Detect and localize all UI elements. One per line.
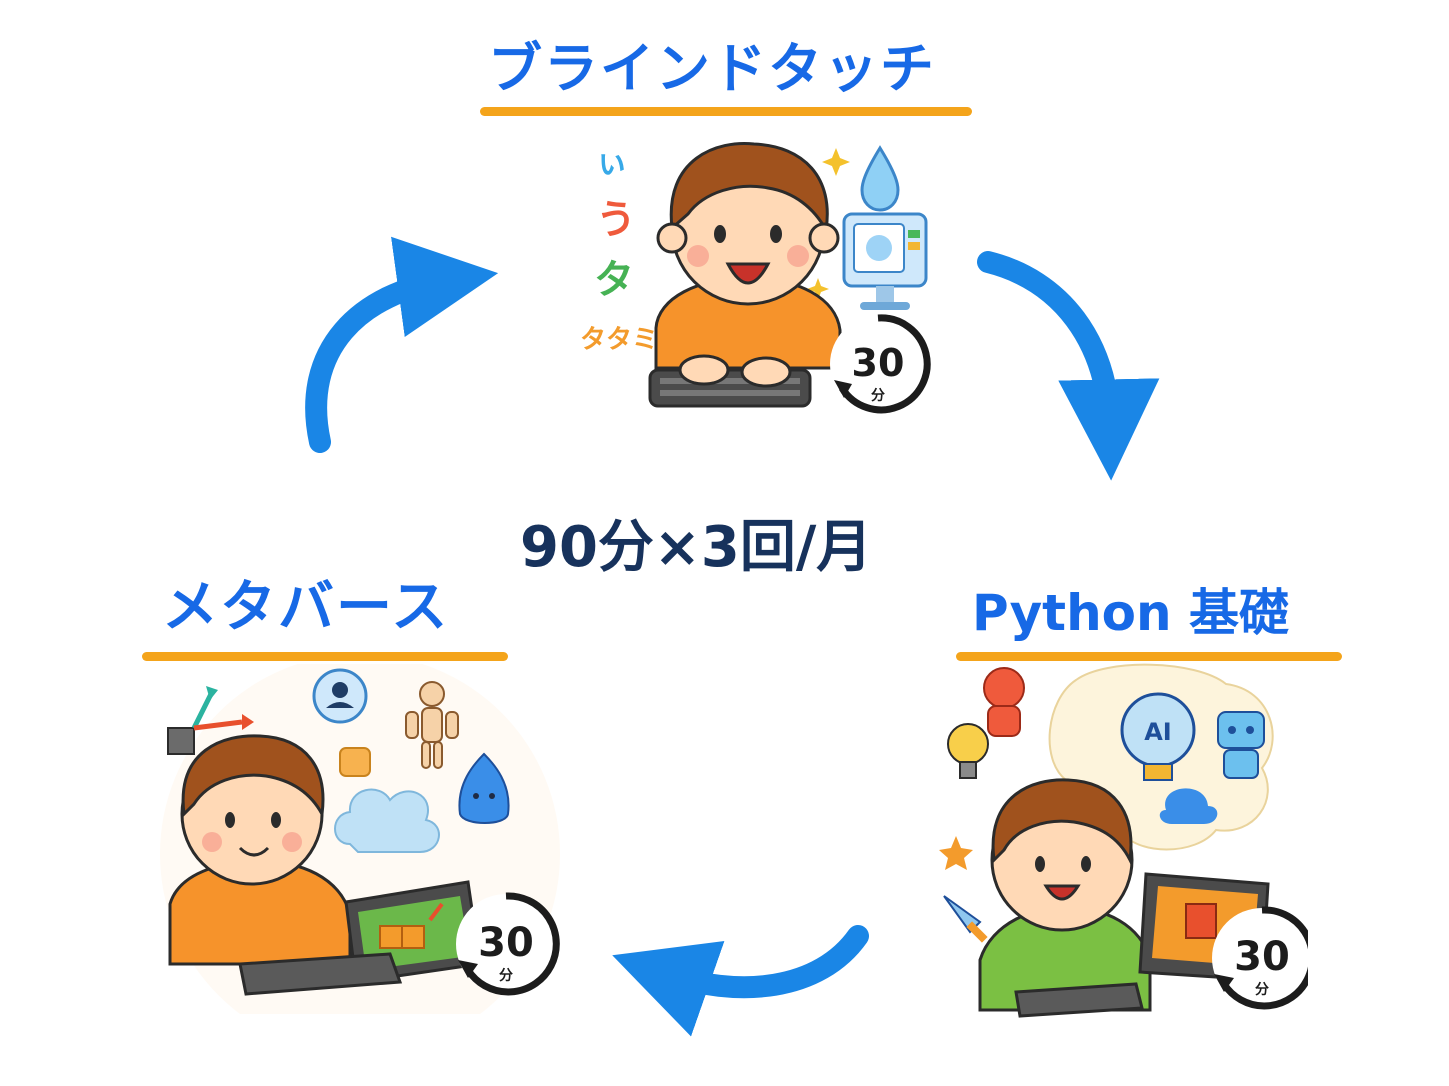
timer-unit: 分: [871, 388, 885, 404]
step-title-metaverse: メタバース: [162, 575, 450, 640]
slime-icon: [458, 752, 510, 824]
arrow-bottom: [612, 925, 869, 1037]
typing-illustration: ぃ う タ タタミ: [568, 118, 940, 428]
label-tile: [339, 747, 371, 777]
sparkle-icon: [807, 278, 829, 300]
timer-unit: 分: [1255, 982, 1269, 998]
step-title-python: Python 基礎: [972, 584, 1290, 642]
timer-value: 30: [478, 920, 534, 966]
kana-text: タ: [594, 257, 634, 303]
timer-icon: 30 分: [1212, 906, 1316, 1010]
lightbulb-ai-icon: AI: [1120, 692, 1196, 781]
arrow-left: [305, 236, 499, 453]
timer-unit: 分: [499, 968, 513, 984]
arrow-top-right: [977, 251, 1160, 481]
cloud-slime-icon: [1159, 788, 1218, 824]
schedule-label: 90分×3回/月: [520, 515, 873, 580]
boy-avatar: [978, 778, 1152, 1012]
figure-icon: [405, 681, 459, 769]
keyboard-icon: [648, 354, 812, 408]
lightbulb-icon: [947, 723, 989, 779]
axes-icon: [167, 686, 254, 755]
step-title-typing: ブラインドタッチ: [488, 37, 936, 100]
laptop-icon: [238, 880, 482, 996]
timer-value: 30: [852, 341, 905, 385]
droplet-icon: [860, 145, 900, 212]
monitor-icon: [842, 212, 928, 310]
timer-value: 30: [1234, 934, 1290, 980]
title-underline: [142, 652, 508, 661]
timer-icon: 30 分: [830, 314, 931, 414]
kana-text: う: [596, 197, 636, 243]
star-icon: [939, 836, 973, 870]
kana-text: ぃ: [596, 143, 628, 181]
cloud-icon: [334, 788, 440, 853]
boy-avatar: [654, 141, 842, 370]
timer-icon: 30 分: [456, 892, 560, 996]
robot-icon: [1217, 711, 1265, 779]
laptop-icon: [1014, 872, 1270, 1018]
boy-avatar: [168, 734, 352, 966]
kana-text: タタミ: [580, 325, 658, 355]
title-underline: [956, 652, 1342, 661]
sparkle-icon: [822, 148, 850, 176]
metaverse-illustration: 30 分: [150, 654, 570, 1054]
title-underline: [480, 107, 972, 116]
ai-label: AI: [1144, 718, 1172, 746]
python-illustration: AI: [936, 660, 1316, 1030]
monster-icon: [983, 667, 1025, 737]
